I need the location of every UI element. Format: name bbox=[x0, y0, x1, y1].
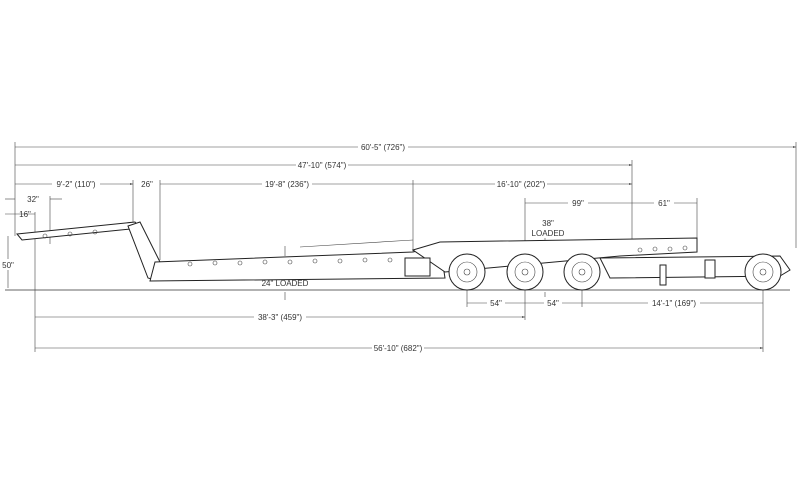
dim-kingpin-32: 32" bbox=[27, 195, 39, 204]
trailer-body bbox=[16, 221, 791, 286]
wheel bbox=[448, 253, 486, 291]
dim-axle-spread-1: 54" bbox=[490, 299, 502, 308]
loading-ramp bbox=[404, 257, 431, 277]
dim-kingpin-to-center-axle: 38'-3" (459") bbox=[258, 313, 302, 322]
dim-kingpin-to-dolly: 56'-10" (682") bbox=[374, 344, 423, 353]
wheel bbox=[506, 253, 544, 291]
dim-height-50: 50" bbox=[2, 261, 14, 270]
dim-gooseneck: 9'-2" (110") bbox=[56, 180, 95, 189]
rear-deck bbox=[411, 237, 698, 273]
dim-rear-99: 99" bbox=[572, 199, 584, 208]
dim-deck-to-rear: 47'-10" (574") bbox=[298, 161, 347, 170]
dim-axle-to-dolly: 14'-1" (169") bbox=[652, 299, 696, 308]
dim-kingpin-16: 16" bbox=[19, 210, 31, 219]
lowbed-deck bbox=[149, 245, 446, 282]
dim-rear-height-value: 38" bbox=[542, 219, 554, 228]
dim-neck-26: 26" bbox=[141, 180, 153, 189]
dim-rear-height-label: LOADED bbox=[532, 229, 565, 238]
dim-axle-spread-2: 54" bbox=[547, 299, 559, 308]
rear-frame bbox=[599, 255, 791, 279]
dim-rear-61: 61" bbox=[658, 199, 670, 208]
wheel bbox=[744, 253, 782, 291]
dim-well-length: 19'-8" (236") bbox=[265, 180, 309, 189]
dim-rear-deck: 16'-10" (202") bbox=[497, 180, 546, 189]
gooseneck bbox=[16, 221, 141, 241]
wheel bbox=[563, 253, 601, 291]
dim-overall-length: 60'-5" (726") bbox=[361, 143, 405, 152]
dim-well-height: 24" LOADED bbox=[262, 279, 309, 288]
